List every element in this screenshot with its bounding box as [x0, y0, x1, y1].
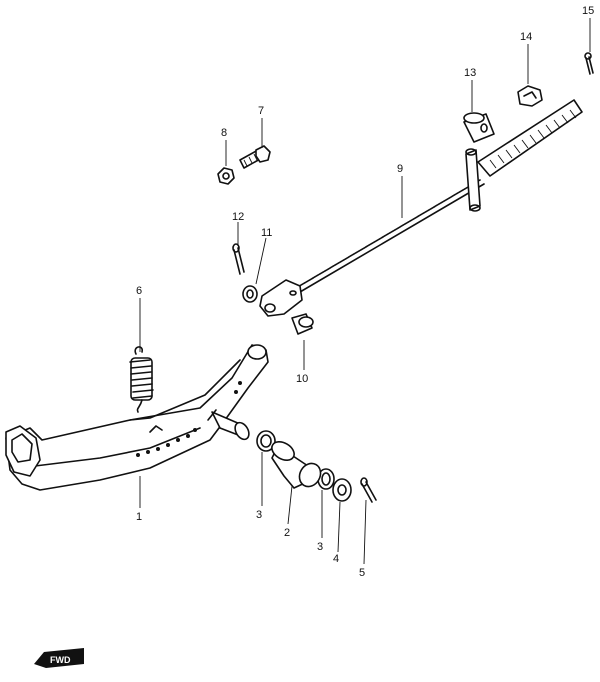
callout-1: 1 [136, 511, 142, 523]
callout-13: 13 [464, 67, 476, 79]
callout-8: 8 [221, 127, 227, 139]
callout-15: 15 [582, 5, 594, 17]
adjusting-nut [517, 85, 543, 107]
washer-upper [256, 430, 276, 452]
callout-11: 11 [261, 227, 272, 239]
brake-rod [259, 99, 583, 317]
leader-lines [139, 18, 591, 565]
cotter-pin-upper [232, 243, 245, 275]
nut [217, 167, 235, 185]
flat-washer [332, 478, 352, 502]
brake-pedal-arm [5, 344, 269, 491]
callout-4: 4 [333, 553, 339, 565]
washer-clevis [242, 285, 258, 303]
bolt [239, 145, 271, 169]
callout-labels: 1 2 3 3 4 5 6 7 8 9 10 11 12 13 14 15 [136, 5, 594, 579]
callout-3-upper: 3 [256, 509, 262, 521]
return-spring [129, 346, 154, 413]
pivot-shaft [207, 409, 250, 441]
callout-2: 2 [284, 527, 290, 539]
bushing-collar [271, 441, 322, 489]
callout-12: 12 [232, 211, 244, 223]
clevis-pin [291, 313, 314, 335]
trunnion [463, 112, 495, 143]
link-plate [465, 148, 481, 212]
callout-10: 10 [296, 373, 308, 385]
cotter-pin-lower [360, 477, 377, 503]
callout-5: 5 [359, 567, 365, 579]
callout-6: 6 [136, 285, 142, 297]
callout-3-lower: 3 [317, 541, 323, 553]
callout-9: 9 [397, 163, 403, 175]
callout-7: 7 [258, 105, 264, 117]
forward-arrow-marker: FWD [34, 648, 84, 668]
callout-14: 14 [520, 31, 532, 43]
cotter-pin-top [584, 52, 594, 75]
forward-label: FWD [50, 655, 71, 665]
